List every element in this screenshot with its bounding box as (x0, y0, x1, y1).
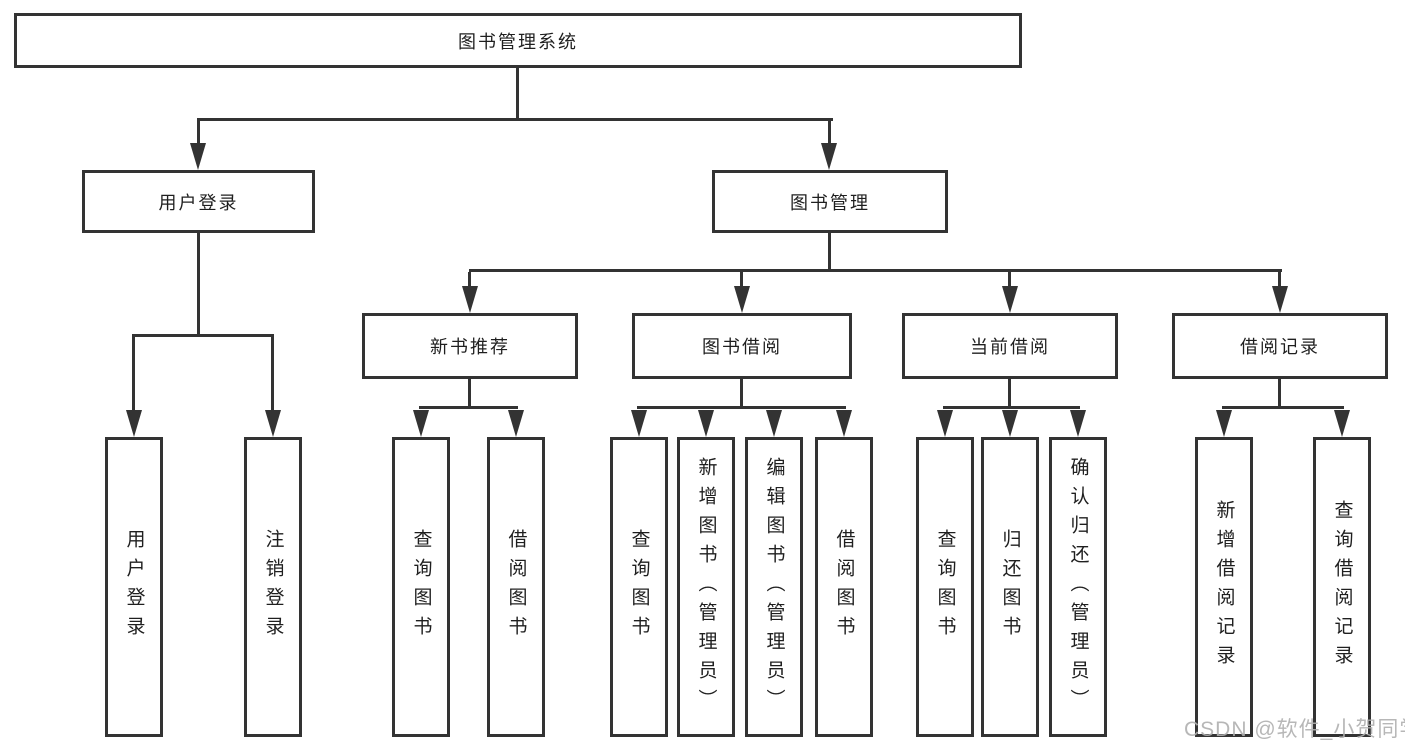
leaf-borrow-books-recommend-label: 借阅图书 (505, 529, 527, 645)
connector-line (468, 379, 471, 408)
leaf-user-login-label: 用户登录 (123, 529, 145, 645)
node-book-borrowing: 图书借阅 (632, 313, 852, 379)
connector-line (1008, 272, 1011, 287)
arrow-down-icon (1002, 410, 1018, 437)
node-root: 图书管理系统 (14, 13, 1022, 68)
arrow-down-icon (734, 286, 750, 313)
leaf-add-borrow-record-label: 新增借阅记录 (1213, 500, 1235, 674)
connector-line (828, 121, 831, 145)
leaf-return-books: 归还图书 (981, 437, 1039, 737)
arrow-down-icon (698, 410, 714, 437)
connector-line (271, 337, 274, 412)
arrow-down-icon (1272, 286, 1288, 313)
connector-line (516, 68, 519, 120)
node-book-borrowing-label: 图书借阅 (702, 337, 782, 357)
node-new-book-recommendation: 新书推荐 (362, 313, 578, 379)
arrow-down-icon (462, 286, 478, 313)
connector-line (197, 121, 200, 145)
leaf-query-books-borrowing: 查询图书 (610, 437, 668, 737)
connector-line (828, 233, 831, 271)
leaf-confirm-return-admin-label: 确认归还（管理员） (1067, 456, 1089, 718)
arrow-down-icon (1070, 410, 1086, 437)
leaf-query-books-borrowing-label: 查询图书 (628, 529, 650, 645)
arrow-down-icon (631, 410, 647, 437)
connector-line (419, 406, 518, 409)
connector-line (197, 233, 200, 336)
leaf-add-borrow-record: 新增借阅记录 (1195, 437, 1253, 737)
arrow-down-icon (1216, 410, 1232, 437)
arrow-down-icon (413, 410, 429, 437)
connector-line (197, 118, 833, 121)
connector-line (1278, 272, 1281, 287)
watermark: CSDN @软件_小贺同学 (1184, 718, 1405, 741)
node-user-login-label: 用户登录 (158, 192, 239, 213)
leaf-confirm-return-admin: 确认归还（管理员） (1049, 437, 1107, 737)
node-book-management: 图书管理 (712, 170, 948, 233)
leaf-query-books-recommend-label: 查询图书 (410, 529, 432, 645)
arrow-down-icon (190, 143, 206, 170)
connector-line (468, 272, 471, 287)
leaf-query-books-current: 查询图书 (916, 437, 974, 737)
node-borrowing-records-label: 借阅记录 (1240, 337, 1320, 357)
connector-line (1278, 379, 1281, 408)
node-book-management-label: 图书管理 (790, 192, 870, 213)
connector-line (740, 379, 743, 408)
node-current-borrowing-label: 当前借阅 (970, 337, 1050, 357)
arrow-down-icon (1002, 286, 1018, 313)
leaf-logout: 注销登录 (244, 437, 302, 737)
leaf-user-login: 用户登录 (105, 437, 163, 737)
arrow-down-icon (766, 410, 782, 437)
leaf-borrow-books-label: 借阅图书 (833, 529, 855, 645)
arrow-down-icon (937, 410, 953, 437)
arrow-down-icon (821, 143, 837, 170)
leaf-edit-books-admin: 编辑图书（管理员） (745, 437, 803, 737)
connector-line (1222, 406, 1344, 409)
arrow-down-icon (508, 410, 524, 437)
connector-line (943, 406, 1080, 409)
leaf-edit-books-admin-label: 编辑图书（管理员） (763, 456, 785, 718)
arrow-down-icon (836, 410, 852, 437)
leaf-add-books-admin: 新增图书（管理员） (677, 437, 735, 737)
leaf-query-books-current-label: 查询图书 (934, 529, 956, 645)
leaf-query-borrow-record: 查询借阅记录 (1313, 437, 1371, 737)
connector-line (469, 269, 1282, 272)
connector-line (1008, 379, 1011, 408)
leaf-query-borrow-record-label: 查询借阅记录 (1331, 500, 1353, 674)
connector-line (132, 334, 274, 337)
connector-line (740, 272, 743, 287)
leaf-borrow-books: 借阅图书 (815, 437, 873, 737)
node-current-borrowing: 当前借阅 (902, 313, 1118, 379)
leaf-query-books-recommend: 查询图书 (392, 437, 450, 737)
leaf-borrow-books-recommend: 借阅图书 (487, 437, 545, 737)
arrow-down-icon (1334, 410, 1350, 437)
leaf-add-books-admin-label: 新增图书（管理员） (695, 456, 717, 718)
connector-line (637, 406, 846, 409)
node-root-label: 图书管理系统 (458, 31, 578, 52)
node-borrowing-records: 借阅记录 (1172, 313, 1388, 379)
node-new-book-recommendation-label: 新书推荐 (430, 337, 510, 357)
node-user-login: 用户登录 (82, 170, 315, 233)
leaf-return-books-label: 归还图书 (999, 529, 1021, 645)
arrow-down-icon (265, 410, 281, 437)
connector-line (132, 337, 135, 412)
arrow-down-icon (126, 410, 142, 437)
leaf-logout-label: 注销登录 (262, 529, 284, 645)
